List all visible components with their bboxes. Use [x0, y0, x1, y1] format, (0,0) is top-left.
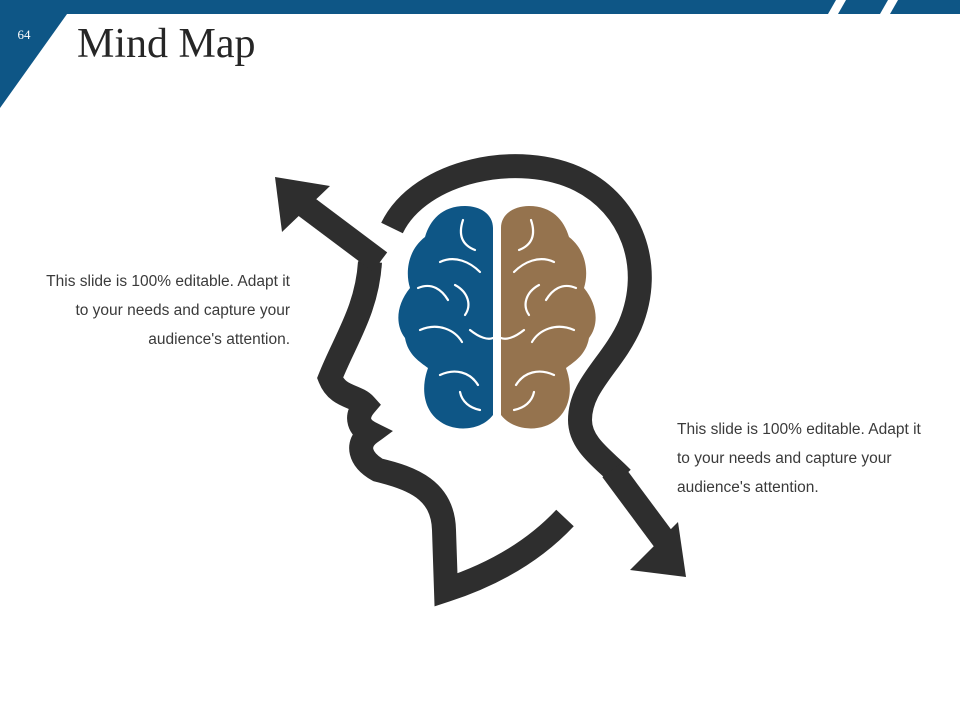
slide-title: Mind Map [77, 21, 256, 67]
arrow-down-right-icon [602, 462, 686, 577]
left-description: This slide is 100% editable. Adapt it to… [46, 273, 290, 348]
brain-right-hemisphere [501, 206, 596, 429]
header-stripe-gap-1 [828, 0, 846, 14]
brain-icon [398, 206, 596, 429]
right-description: This slide is 100% editable. Adapt it to… [677, 421, 921, 496]
header-stripe-gap-2 [880, 0, 898, 14]
header-bar [0, 0, 960, 108]
page-number: 64 [17, 27, 31, 42]
header-corner-triangle [0, 0, 77, 108]
brain-folds [416, 218, 578, 412]
head-profile-icon [317, 154, 652, 607]
header-top-stripe [0, 0, 960, 14]
arrow-up-left-icon [275, 177, 388, 272]
brain-left-hemisphere [398, 206, 493, 429]
